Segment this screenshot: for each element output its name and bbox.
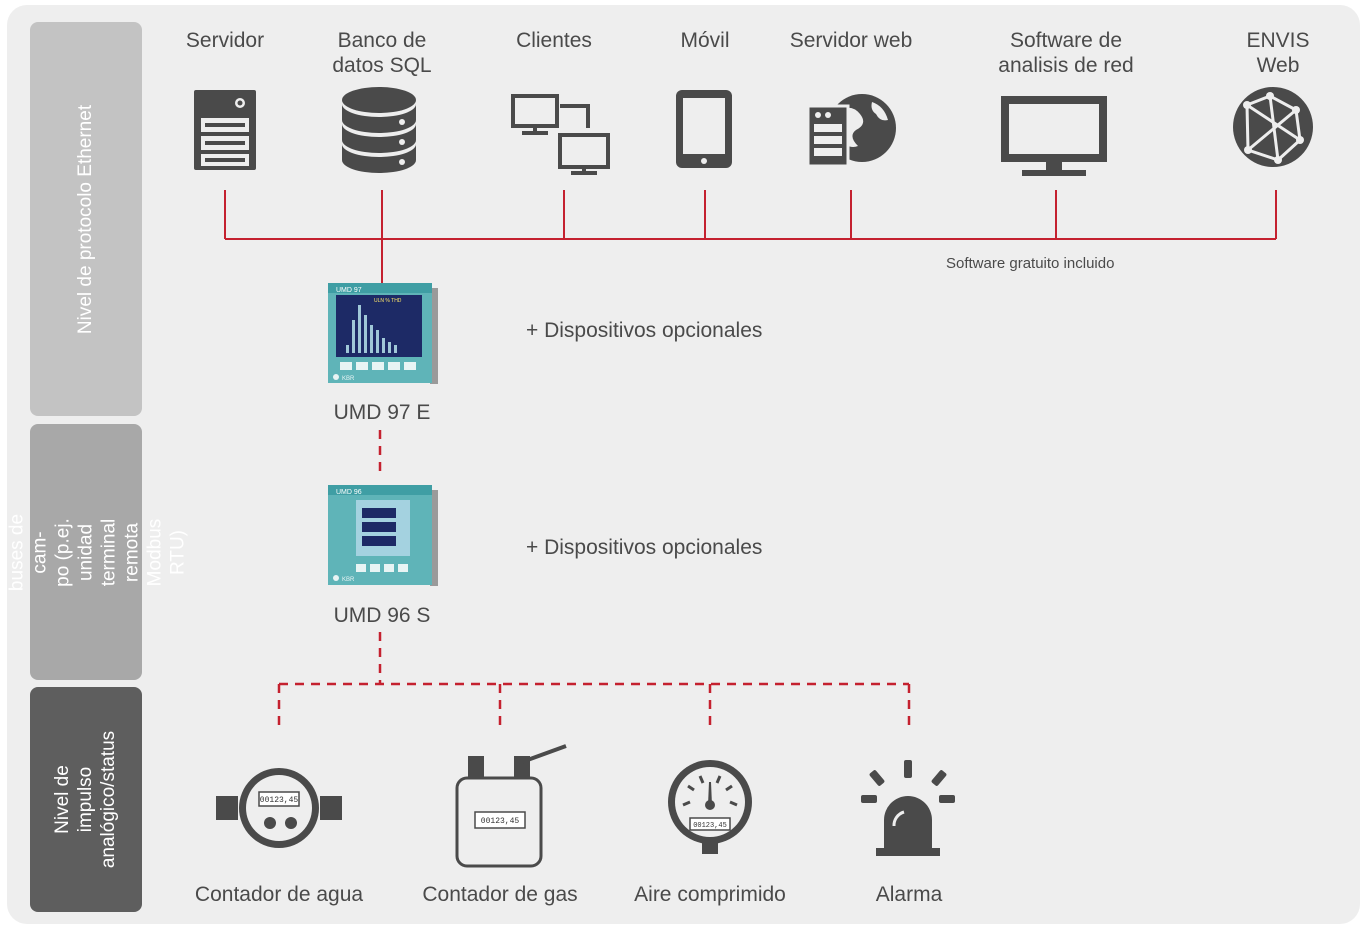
node-label-software: Software de analisis de red (998, 29, 1134, 77)
clients-icon (511, 94, 610, 172)
node-label-servidor: Servidor (185, 29, 265, 52)
ethernet-bus (224, 190, 1277, 283)
monitor-icon (1001, 96, 1107, 176)
umd97-screen-title: UMD 97 (336, 287, 362, 294)
water-meter-icon (216, 768, 342, 848)
software-note: Software gratuito incluido (946, 255, 1115, 272)
node-label-clientes: Clientes (516, 29, 592, 52)
umd97-screen-cols: ULN % THD (374, 298, 402, 304)
node-label-servidor-web: Servidor web (789, 29, 913, 52)
node-label-aire: Aire comprimido (634, 883, 786, 906)
device-label-umd97: UMD 97 E (333, 401, 431, 424)
node-label-alarma: Alarma (875, 883, 943, 906)
node-label-gas: Contador de gas (422, 883, 578, 906)
level-fieldbus-band: Nivel de buses de cam- po (p.ej. unidad … (0, 424, 189, 680)
node-label-agua: Contador de agua (194, 883, 364, 906)
globe-network-icon (1233, 87, 1313, 167)
gas-meter-reading: 00123,45 (481, 817, 520, 826)
tablet-icon (676, 90, 732, 168)
pressure-gauge-icon (668, 760, 752, 854)
umd97-device (328, 283, 438, 384)
node-label-envis: ENVIS Web (1246, 29, 1310, 77)
fieldbus-connectors (277, 430, 911, 728)
pressure-gauge-reading: 00123,45 (693, 822, 727, 830)
level-ethernet-band: Nivel de protocolo Ethernet (30, 22, 142, 416)
umd96-screen-title: UMD 96 (336, 489, 362, 496)
umd96-device (328, 485, 438, 586)
umd96-brand: KBR (342, 577, 355, 583)
database-icon (342, 87, 416, 173)
web-server-icon (806, 94, 896, 168)
device-label-umd96: UMD 96 S (333, 604, 431, 627)
node-label-sql: Banco de datos SQL (332, 29, 432, 77)
water-meter-reading: 00123,45 (260, 796, 299, 805)
alarm-light-icon (861, 760, 955, 856)
node-label-movil: Móvil (680, 29, 730, 52)
umd97-bars (346, 305, 397, 353)
clients-stands (522, 131, 597, 175)
optional-devices-1: + Dispositivos opcionales (526, 319, 763, 342)
gas-meter-icon (455, 744, 567, 868)
level-pulse-band: Nivel de impulso analógico/status (30, 687, 142, 912)
optional-devices-2: + Dispositivos opcionales (526, 536, 763, 559)
umd97-brand: KBR (342, 376, 355, 382)
server-icon (194, 90, 256, 170)
